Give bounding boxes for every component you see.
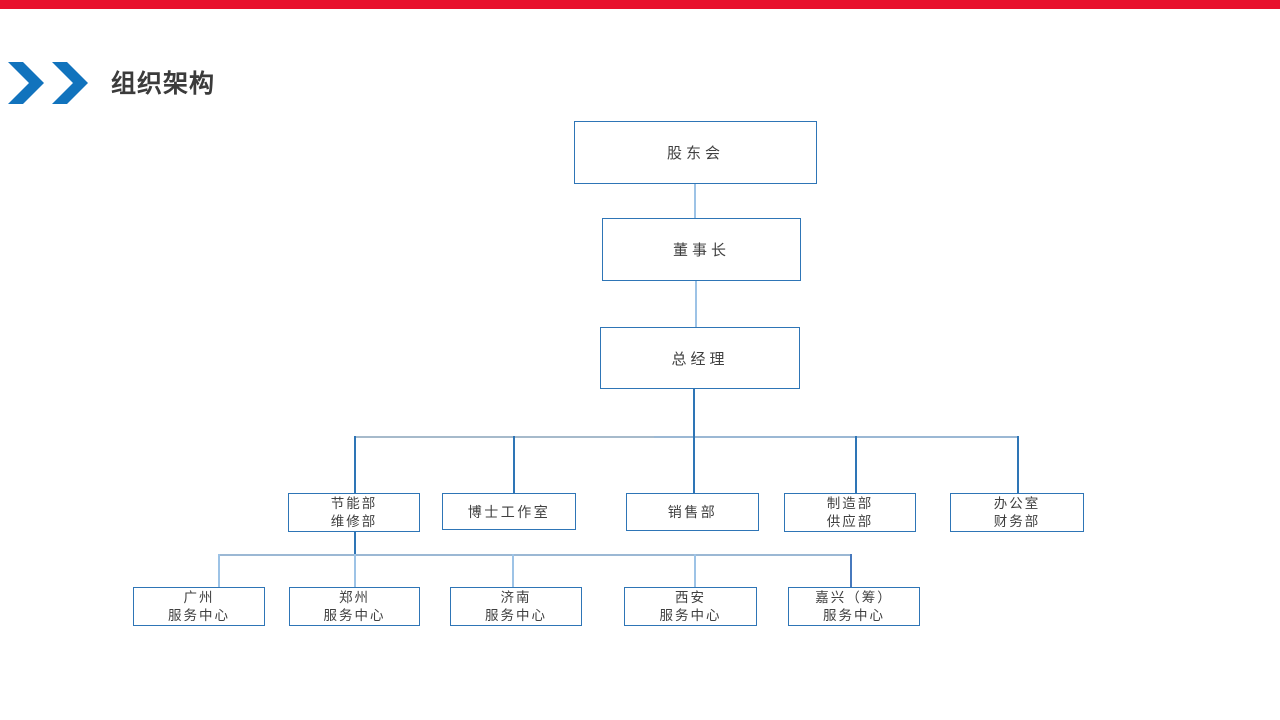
org-node-label: 节能部 [330,495,378,511]
org-node-shareholders: 股东会 [574,121,817,184]
connector-drop-xian [694,554,696,587]
org-node-label: 供应部 [826,513,874,529]
connector-drop-zhengzhou [354,554,356,587]
connector-l4-horizontal-left [354,436,654,438]
org-node-zhengzhou-service-center: 郑州 服务中心 [289,587,420,626]
org-node-label: 服务中心 [323,607,386,623]
top-accent-bar [0,0,1280,9]
connector-l4-horizontal-right [654,436,1018,438]
connector-l2-l3 [695,281,697,327]
connector-drop-doctor-studio [513,436,515,493]
org-node-xian-service-center: 西安 服务中心 [624,587,757,626]
org-node-label: 博士工作室 [467,503,551,520]
connector-drop-office-dept [1017,436,1019,493]
org-node-label: 服务中心 [659,607,722,623]
org-node-jiaxing-service-center: 嘉兴（筹） 服务中心 [788,587,920,626]
org-node-label: 嘉兴（筹） [815,589,893,605]
org-node-label: 董事长 [672,242,730,259]
org-node-label: 总经理 [671,350,729,368]
org-node-guangzhou-service-center: 广州 服务中心 [133,587,265,626]
connector-drop-jiaxing [850,554,852,587]
connector-drop-energy-dept [354,436,356,493]
org-node-general-manager: 总经理 [600,327,800,389]
org-node-label: 财务部 [993,513,1041,529]
org-node-manufacturing-supply-dept: 制造部 供应部 [784,493,916,532]
org-node-label: 郑州 [339,589,370,605]
connector-l1-l2 [694,184,696,218]
org-node-label: 服务中心 [168,607,230,623]
org-node-label: 济南 [500,589,532,605]
org-node-label: 办公室 [993,495,1041,511]
org-node-sales-dept: 销售部 [626,493,759,531]
org-node-jinan-service-center: 济南 服务中心 [450,587,582,626]
connector-energy-dept-trunk [354,532,356,554]
org-node-label: 西安 [675,589,706,605]
connector-drop-manufacturing-dept [855,436,857,493]
org-node-label: 服务中心 [823,607,885,623]
org-node-label: 制造部 [826,495,874,511]
org-node-chairman: 董事长 [602,218,801,281]
org-node-energy-maintenance-dept: 节能部 维修部 [288,493,420,532]
org-node-label: 服务中心 [485,607,547,623]
connector-l3-trunk [693,389,695,437]
double-chevron-icon [8,62,88,104]
connector-l5-horizontal [218,554,850,556]
org-node-office-finance-dept: 办公室 财务部 [950,493,1084,532]
slide-title: 组织架构 [111,70,216,98]
connector-drop-guangzhou [218,554,220,587]
org-node-label: 销售部 [667,504,718,520]
org-node-doctor-studio: 博士工作室 [442,493,576,530]
org-node-label: 维修部 [330,513,378,529]
connector-drop-sales-dept [693,436,695,493]
connector-drop-jinan [512,554,514,587]
org-node-label: 股东会 [666,145,724,162]
org-node-label: 广州 [183,589,215,605]
